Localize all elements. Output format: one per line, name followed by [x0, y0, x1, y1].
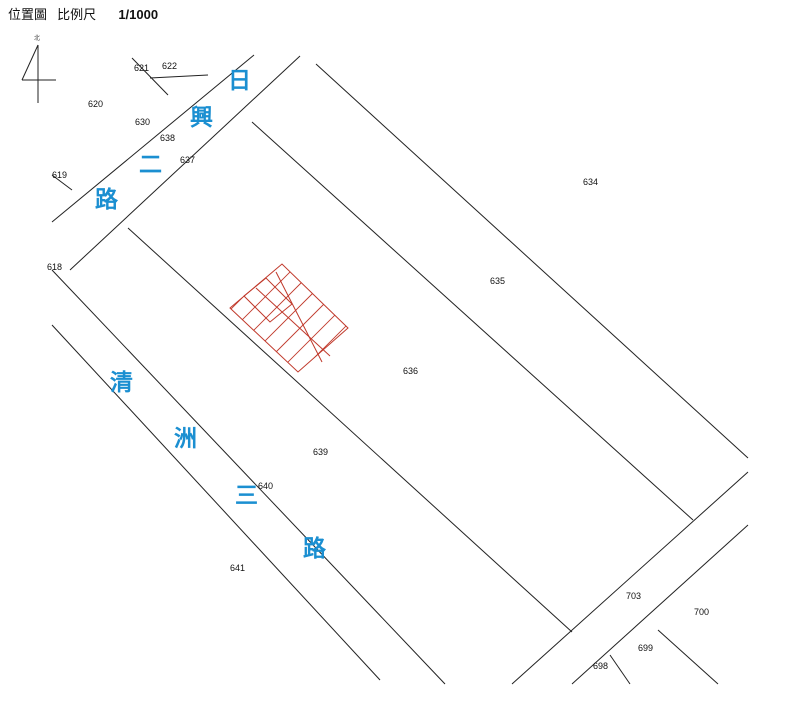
lot-number: 698: [593, 661, 608, 671]
scale-value: 1/1000: [118, 7, 159, 22]
lot-number: 630: [135, 117, 150, 127]
lot-number: 641: [230, 563, 245, 573]
road-char: 二: [139, 152, 162, 178]
lot-number: 620: [88, 99, 103, 109]
lot-number: 637: [180, 155, 195, 165]
road-char: 興: [190, 104, 213, 131]
road-char: 洲: [174, 426, 197, 452]
north-arrow-icon: 北: [21, 34, 56, 103]
lot-number: 640: [258, 481, 273, 491]
road-char: 日: [228, 68, 251, 94]
lot-number: 634: [583, 177, 598, 187]
lot-number: 638: [160, 133, 175, 143]
lot-number: 621: [134, 63, 149, 73]
lot-number: 618: [47, 262, 62, 272]
lot-number: 699: [638, 643, 653, 653]
lot-number: 619: [52, 170, 67, 180]
lot-number: 622: [162, 61, 177, 71]
lot-number: 639: [313, 447, 328, 457]
parcel-lines: [51, 54, 749, 685]
lot-number: 636: [403, 366, 418, 376]
scale-label: 比例尺: [57, 8, 97, 23]
road-char: 三: [235, 483, 258, 509]
road-label-qingzhou: 清 洲 三 路: [110, 370, 327, 562]
map-title: 位置圖: [8, 8, 48, 23]
lot-numbers: 621 622 620 630 638 637 619 634 618 635 …: [47, 61, 709, 671]
map-header: 位置圖 比例尺 1/1000: [8, 4, 158, 23]
road-char: 路: [303, 535, 327, 562]
lot-number: 635: [490, 276, 505, 286]
road-char: 路: [95, 186, 119, 213]
road-label-rixing: 日 興 二 路: [95, 68, 251, 213]
road-char: 清: [110, 370, 133, 396]
lot-number: 700: [694, 607, 709, 617]
lot-number: 703: [626, 591, 641, 601]
north-label: 北: [34, 34, 40, 42]
